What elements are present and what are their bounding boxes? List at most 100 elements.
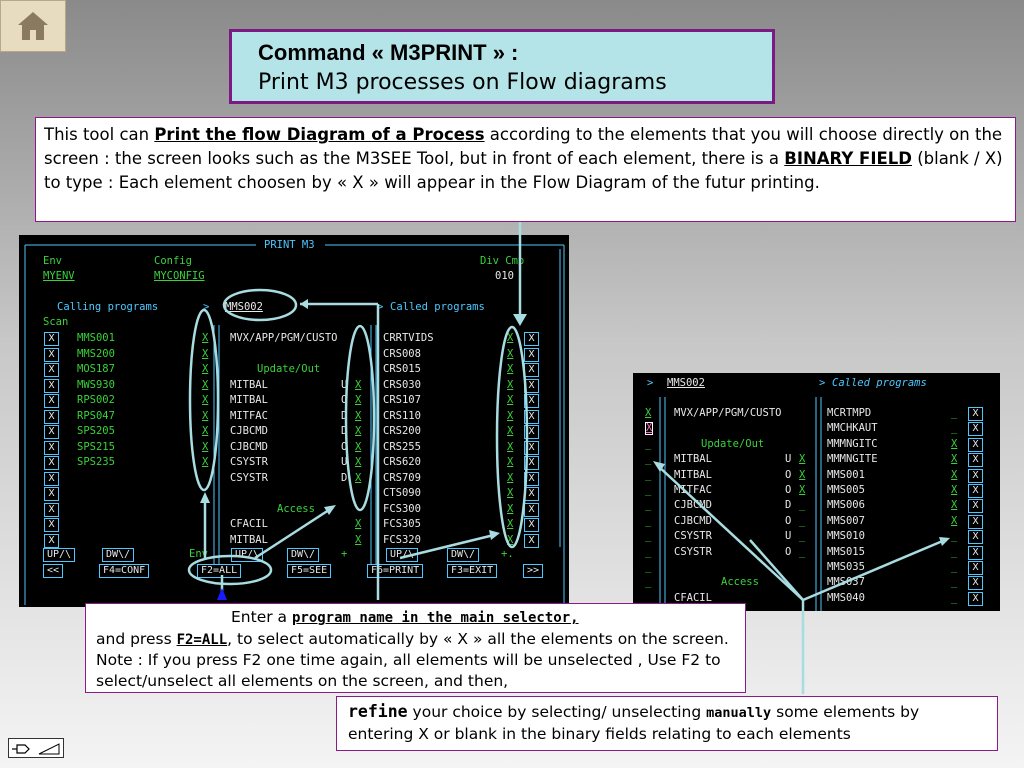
binary-field[interactable]: X — [799, 468, 806, 481]
binary-field[interactable]: X — [524, 409, 539, 424]
binary-field[interactable]: X — [645, 407, 652, 419]
binary-field[interactable]: X — [507, 363, 514, 375]
binary-field[interactable]: X — [44, 394, 59, 408]
binary-field[interactable]: X — [524, 502, 539, 517]
binary-field[interactable]: X — [44, 332, 59, 346]
binary-field[interactable]: _ — [951, 591, 958, 604]
binary-field[interactable]: X — [507, 456, 514, 468]
binary-field[interactable]: _ — [951, 576, 958, 589]
binary-field[interactable]: _ — [645, 499, 652, 512]
binary-field[interactable]: X — [44, 456, 59, 470]
f6-print-button[interactable]: F6=PRINT — [367, 564, 424, 578]
binary-field[interactable]: X — [524, 378, 539, 393]
binary-field[interactable]: X — [524, 471, 539, 486]
binary-field[interactable]: _ — [951, 407, 958, 419]
binary-field[interactable]: _ — [799, 499, 806, 512]
binary-field[interactable]: X — [44, 425, 59, 439]
binary-field[interactable]: X — [968, 499, 983, 514]
binary-field[interactable]: X — [524, 518, 539, 532]
program-selector-field[interactable]: MMS002 — [225, 301, 263, 313]
binary-field[interactable]: X — [951, 514, 958, 527]
binary-field[interactable]: X — [44, 502, 59, 517]
binary-field[interactable]: _ — [951, 561, 958, 573]
binary-field[interactable]: X — [355, 518, 362, 530]
binary-field[interactable]: _ — [645, 484, 652, 496]
binary-field[interactable]: _ — [951, 530, 958, 543]
scroll-down-button[interactable]: DW\/ — [447, 548, 480, 562]
f2-all-button[interactable]: F2=ALL — [197, 564, 242, 578]
binary-field[interactable]: X — [507, 533, 514, 546]
scroll-up-button[interactable]: UP/\ — [43, 548, 76, 562]
scroll-up-button[interactable]: UP/\ — [386, 548, 419, 562]
binary-field[interactable]: X — [44, 347, 59, 362]
binary-field[interactable]: X — [968, 576, 983, 591]
binary-field[interactable]: X — [507, 502, 514, 515]
binary-field[interactable]: X — [44, 533, 59, 548]
div-cmp-field[interactable]: 010 — [495, 270, 514, 282]
binary-field[interactable]: X — [202, 456, 209, 468]
slide-navigation-button[interactable] — [8, 738, 64, 758]
binary-field[interactable]: X — [645, 422, 654, 436]
binary-field[interactable]: X — [951, 437, 958, 450]
binary-field[interactable]: X — [507, 347, 514, 360]
binary-field[interactable]: X — [968, 453, 983, 468]
binary-field[interactable]: X — [355, 533, 362, 546]
binary-field[interactable]: X — [968, 468, 983, 483]
binary-field[interactable]: X — [202, 440, 209, 453]
binary-field[interactable]: X — [507, 409, 514, 422]
binary-field[interactable]: X — [507, 394, 514, 406]
binary-field[interactable]: X — [202, 425, 209, 437]
binary-field[interactable]: _ — [645, 591, 652, 604]
binary-field[interactable]: X — [355, 394, 362, 406]
next-page-button[interactable]: >> — [523, 564, 544, 578]
binary-field[interactable]: X — [44, 518, 59, 532]
binary-field[interactable]: X — [951, 484, 958, 496]
binary-field[interactable]: _ — [799, 514, 806, 527]
binary-field[interactable]: X — [507, 332, 514, 344]
binary-field[interactable]: X — [507, 471, 514, 484]
binary-field[interactable]: _ — [645, 453, 652, 466]
binary-field[interactable]: X — [355, 378, 362, 391]
scroll-down-button[interactable]: DW\/ — [102, 548, 135, 562]
binary-field[interactable]: _ — [645, 437, 652, 450]
binary-field[interactable]: X — [799, 453, 806, 466]
binary-field[interactable]: X — [968, 591, 983, 606]
binary-field[interactable]: _ — [799, 530, 806, 543]
binary-field[interactable]: X — [202, 347, 209, 360]
program-selector-field[interactable]: MMS002 — [667, 377, 705, 389]
binary-field[interactable]: _ — [645, 514, 652, 527]
binary-field[interactable]: X — [507, 378, 514, 391]
binary-field[interactable]: X — [202, 409, 209, 422]
env-field[interactable]: MYENV — [43, 270, 75, 282]
binary-field[interactable]: X — [968, 407, 983, 421]
binary-field[interactable]: X — [524, 347, 539, 362]
binary-field[interactable]: _ — [951, 422, 958, 435]
binary-field[interactable]: _ — [951, 545, 958, 558]
binary-field[interactable]: X — [799, 484, 806, 496]
config-field[interactable]: MYCONFIG — [154, 270, 205, 282]
binary-field[interactable]: X — [524, 440, 539, 455]
binary-field[interactable]: X — [524, 425, 539, 439]
binary-field[interactable]: X — [507, 518, 514, 530]
binary-field[interactable]: X — [44, 378, 59, 393]
binary-field[interactable]: _ — [645, 468, 652, 481]
binary-field[interactable]: X — [968, 437, 983, 452]
binary-field[interactable]: X — [355, 456, 362, 468]
binary-field[interactable]: X — [524, 533, 539, 548]
binary-field[interactable]: _ — [645, 576, 652, 589]
binary-field[interactable]: X — [355, 409, 362, 422]
scroll-down-button[interactable]: DW\/ — [287, 548, 320, 562]
binary-field[interactable]: X — [355, 440, 362, 453]
binary-field[interactable]: X — [524, 332, 539, 346]
binary-field[interactable]: X — [951, 499, 958, 512]
previous-page-button[interactable]: << — [43, 564, 64, 578]
binary-field[interactable]: X — [44, 409, 59, 424]
binary-field[interactable]: X — [507, 440, 514, 453]
binary-field[interactable]: X — [355, 425, 362, 437]
binary-field[interactable]: X — [44, 471, 59, 486]
binary-field[interactable]: X — [44, 487, 59, 501]
binary-field[interactable]: X — [968, 561, 983, 575]
f3-exit-button[interactable]: F3=EXIT — [447, 564, 498, 578]
binary-field[interactable]: X — [968, 545, 983, 560]
binary-field[interactable]: X — [355, 471, 362, 484]
